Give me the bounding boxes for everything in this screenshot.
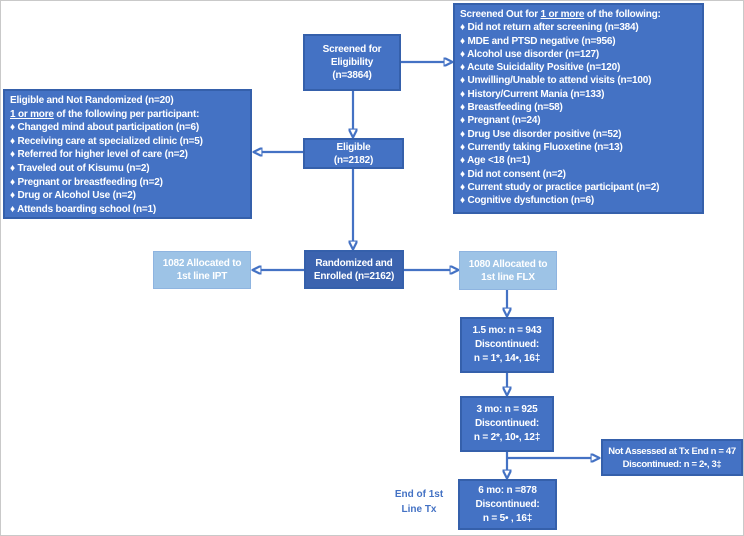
box-line: Not Assessed at Tx End n = 47 (608, 445, 736, 457)
subtitle-suffix: of the following per participant: (53, 108, 200, 120)
box-line: Eligibility (330, 57, 374, 68)
ipt-allocation-box: 1082 Allocated to 1st line IPT (153, 251, 251, 289)
not-randomized-subtitle: 1 or more of the following per participa… (10, 108, 245, 122)
label-line: Line Tx (401, 503, 437, 515)
eligible-box: Eligible (n=2182) (303, 138, 404, 169)
box-line: Eligible (336, 141, 371, 153)
not-randomized-item: ♦ Receiving care at specialized clinic (… (10, 135, 203, 147)
month-1-5-box: 1.5 mo: n = 943 Discontinued: n = 1*, 14… (460, 317, 554, 373)
screened-out-box: Screened Out for 1 or more of the follow… (453, 3, 704, 214)
screened-out-item: ♦ Acute Suicidality Positive (n=120) (460, 62, 621, 74)
screened-out-item: ♦ Current study or practice participant … (460, 181, 660, 193)
screened-out-item: ♦ Did not return after screening (n=384) (460, 22, 639, 34)
box-line: Screened for (322, 44, 382, 55)
screened-out-item: ♦ Cognitive dysfunction (n=6) (460, 195, 595, 207)
box-line: 1st line IPT (176, 271, 228, 282)
box-line: (n=3864) (332, 70, 372, 81)
month-3-box: 3 mo: n = 925 Discontinued: n = 2*, 10•,… (460, 396, 554, 452)
not-randomized-item: ♦ Traveled out of Kisumu (n=2) (10, 162, 150, 174)
not-randomized-item: ♦ Drug or Alcohol Use (n=2) (10, 190, 136, 202)
box-line: 1.5 mo: n = 943 (472, 325, 542, 336)
screened-out-title: Screened Out for 1 or more of the follow… (460, 8, 697, 21)
box-line: 1080 Allocated to (468, 258, 548, 270)
screened-for-eligibility-box: Screened for Eligibility (n=3864) (303, 34, 401, 91)
title-underlined: 1 or more (540, 9, 585, 20)
randomized-enrolled-box: Randomized and Enrolled (n=2162) (304, 250, 404, 289)
box-line: Randomized and (315, 257, 393, 269)
flx-allocation-box: 1080 Allocated to 1st line FLX (459, 251, 557, 290)
not-randomized-box: Eligible and Not Randomized (n=20) 1 or … (3, 89, 252, 219)
box-line: Discontinued: (475, 498, 540, 510)
screened-out-item: ♦ Currently taking Fluoxetine (n=13) (460, 141, 623, 153)
end-of-first-line-tx-label: End of 1st Line Tx (387, 488, 451, 517)
box-line: 1st line FLX (481, 271, 535, 283)
not-randomized-title: Eligible and Not Randomized (n=20) (10, 95, 174, 106)
subtitle-underlined: 1 or more (10, 108, 54, 120)
box-line: Discontinued: (474, 418, 540, 429)
screened-out-item: ♦ Unwilling/Unable to attend visits (n=1… (460, 75, 652, 87)
box-line: Discontinued: (474, 339, 540, 350)
not-assessed-box: Not Assessed at Tx End n = 47 Discontinu… (601, 439, 743, 476)
box-line: 3 mo: n = 925 (476, 404, 538, 415)
box-line: (n=2182) (333, 154, 374, 166)
screened-out-item: ♦ Alcohol use disorder (n=127) (460, 48, 600, 60)
title-suffix: of the following: (584, 9, 661, 20)
box-line: 1082 Allocated to (162, 258, 242, 269)
not-randomized-item: ♦ Attends boarding school (n=1) (10, 203, 157, 215)
not-randomized-item: ♦ Changed mind about participation (n=6) (10, 122, 200, 134)
screened-out-item: ♦ History/Current Mania (n=133) (460, 88, 605, 100)
box-line: 6 mo: n =878 (478, 484, 537, 496)
screened-out-item: ♦ Breastfeeding (n=58) (460, 102, 563, 114)
box-line: Enrolled (n=2162) (313, 270, 395, 282)
box-line: Discontinued: n = 2•, 3‡ (622, 458, 722, 470)
screened-out-item: ♦ Drug Use disorder positive (n=52) (460, 128, 622, 140)
box-line: n = 2*, 10•, 12‡ (473, 432, 541, 443)
box-line: n = 1*, 14•, 16‡ (473, 353, 541, 364)
screened-out-item: ♦ Did not consent (n=2) (460, 168, 566, 180)
not-randomized-item: ♦ Pregnant or breastfeeding (n=2) (10, 176, 163, 188)
title-prefix: Screened Out for (460, 9, 541, 20)
box-line: n = 5• , 16‡ (482, 512, 533, 524)
screened-out-item: ♦ Pregnant (n=24) (460, 115, 541, 127)
not-randomized-item: ♦ Referred for higher level of care (n=2… (10, 149, 188, 161)
screened-out-item: ♦ Age <18 (n=1) (460, 155, 531, 167)
label-line: End of 1st (394, 489, 444, 500)
month-6-box: 6 mo: n =878 Discontinued: n = 5• , 16‡ (458, 479, 557, 530)
screened-out-item: ♦ MDE and PTSD negative (n=956) (460, 35, 616, 47)
